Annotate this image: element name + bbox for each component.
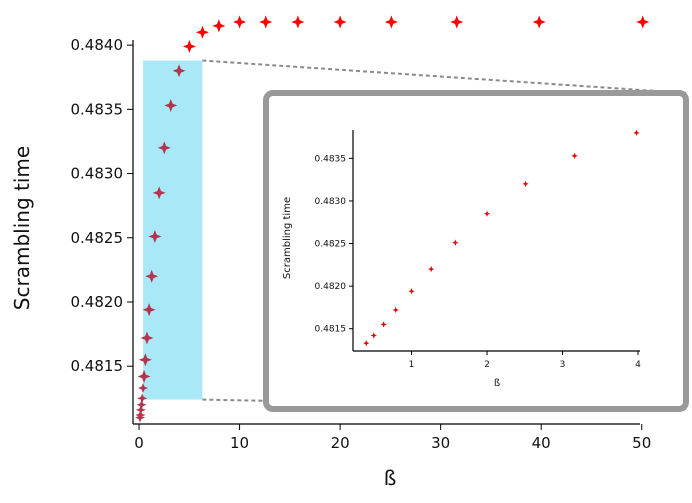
inset-x-tick-label: 4 [635, 360, 641, 370]
inset-y-tick-label: 0.4835 [315, 154, 347, 164]
main-data-point [532, 15, 546, 29]
main-data-point [135, 410, 146, 421]
inset-y-tick-label: 0.4815 [315, 325, 347, 335]
main-data-point [384, 15, 398, 29]
inset-x-tick-label: 1 [409, 360, 415, 370]
main-y-tick-label: 0.4830 [71, 165, 124, 183]
main-y-tick-label: 0.4825 [71, 229, 124, 247]
inset-y-tick-label: 0.4825 [315, 240, 347, 250]
highlight-region [143, 60, 203, 400]
main-data-point [195, 25, 209, 39]
main-x-tick-label: 20 [331, 434, 350, 452]
main-y-axis-title: Scrambling time [10, 146, 34, 310]
main-data-point [172, 64, 186, 78]
inset-data-point [571, 152, 578, 160]
main-y-tick-label: 0.4815 [71, 357, 124, 375]
main-data-point [157, 141, 171, 155]
main-data-point [636, 15, 650, 29]
inset-x-tick-label: 2 [484, 360, 490, 370]
inset-data-point [392, 306, 399, 314]
main-data-point [333, 15, 347, 29]
main-data-point [138, 383, 149, 394]
main-data-point [145, 269, 159, 283]
main-data-point [233, 15, 247, 29]
main-y-tick-label: 0.4835 [71, 100, 124, 118]
inset-data-point [452, 239, 459, 246]
main-data-point [137, 369, 151, 383]
main-x-tick-label: 50 [632, 434, 651, 452]
inset-data-point [633, 129, 640, 137]
inset-data-point [363, 339, 370, 347]
main-data-point [182, 39, 196, 53]
zoom-connector-top [202, 59, 687, 94]
inset-frame [263, 90, 689, 412]
main-x-tick-label: 30 [431, 434, 450, 452]
main-data-point [152, 186, 166, 200]
main-x-axis-title: ß [384, 466, 397, 490]
main-y-tick-label: 0.4840 [71, 36, 124, 54]
main-data-point [136, 399, 147, 410]
main-data-point [140, 331, 154, 345]
main-data-point [291, 15, 305, 29]
main-data-point [142, 303, 156, 317]
inset-data-point [370, 332, 378, 339]
inset-plot: 1 2 3 4 0.4815 0.4820 0.4825 0.4830 0.4835 ß Scram… [263, 90, 689, 412]
main-x-tick-label: 10 [230, 434, 249, 452]
inset-x-axis-title: ß [494, 378, 500, 389]
main-data-point [138, 353, 152, 367]
main-data-point [135, 404, 146, 415]
inset-y-tick-label: 0.4820 [315, 282, 347, 292]
main-x-tick-label: 40 [532, 434, 551, 452]
main-y-tick-label: 0.4820 [71, 293, 124, 311]
inset-y-axis-title: Scrambling time [282, 197, 293, 279]
inset-x-tick-label: 3 [560, 360, 566, 370]
inset-data-point [522, 180, 529, 188]
main-x-tick-label: 0 [134, 434, 144, 452]
main-data-point [137, 393, 148, 404]
inset-data-point [408, 288, 415, 295]
main-plot: 0 10 20 30 40 50 0.4815 0.4820 0.4825 0.4830 0.483… [10, 15, 651, 490]
main-data-point [164, 98, 178, 112]
inset-data-point [380, 321, 387, 328]
inset-data-point [483, 210, 491, 217]
main-data-point [212, 19, 226, 33]
inset-data-point [427, 265, 435, 273]
inset-y-tick-label: 0.4830 [315, 197, 347, 207]
main-data-point [450, 15, 464, 29]
main-data-point [148, 229, 162, 243]
main-data-point [259, 15, 273, 29]
